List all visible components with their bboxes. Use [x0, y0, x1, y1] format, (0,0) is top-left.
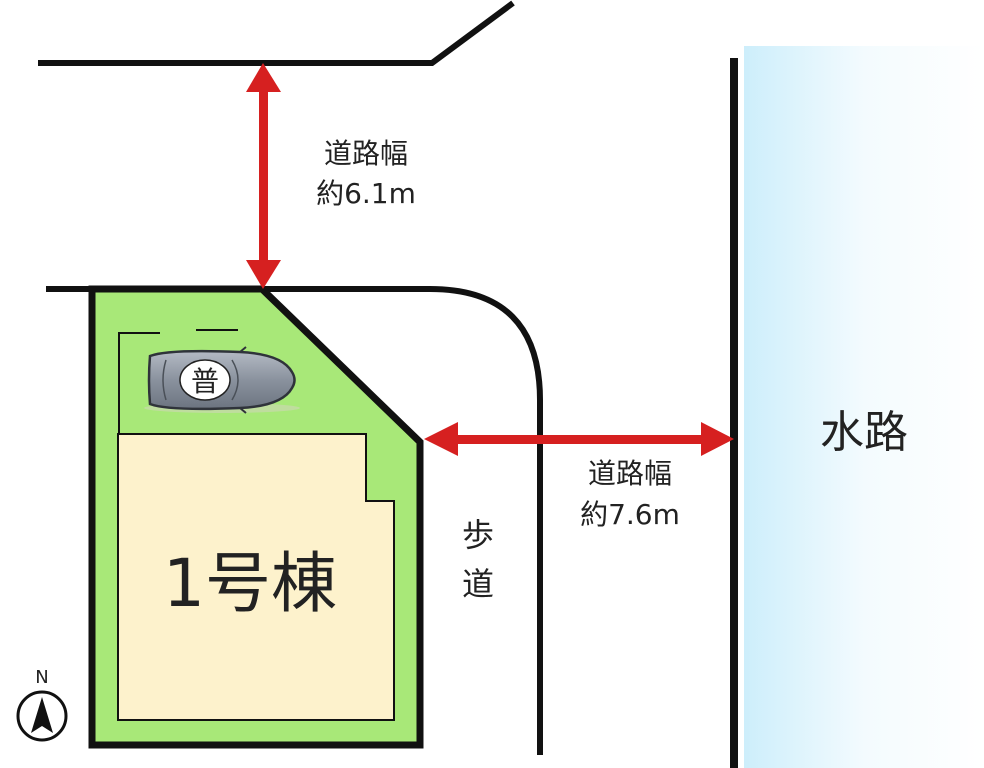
- north-road-width-arrow: [246, 63, 281, 289]
- north-arrow-icon: [16, 690, 68, 742]
- sidewalk-label-char-1: 歩: [462, 516, 494, 554]
- north-road-width-title: 道路幅: [324, 137, 408, 170]
- east-road-width-arrow: [424, 422, 734, 456]
- north-road-width-value: 約6.1m: [316, 177, 416, 210]
- building-label: 1号棟: [163, 545, 337, 622]
- north-road-edge: [38, 0, 515, 66]
- waterway-area: [744, 46, 984, 768]
- south-road-edge: [46, 286, 543, 755]
- east-road-width-title: 道路幅: [588, 457, 672, 490]
- east-road-width-value: 約7.6m: [580, 498, 680, 531]
- sidewalk-label-char-2: 道: [462, 565, 494, 603]
- parking-label: 普: [191, 365, 219, 398]
- building-footprint: [117, 433, 395, 721]
- parking-space-outline: [118, 329, 238, 437]
- car-icon: [144, 346, 300, 414]
- north-label: N: [35, 667, 48, 688]
- waterway-label: 水路: [820, 407, 908, 458]
